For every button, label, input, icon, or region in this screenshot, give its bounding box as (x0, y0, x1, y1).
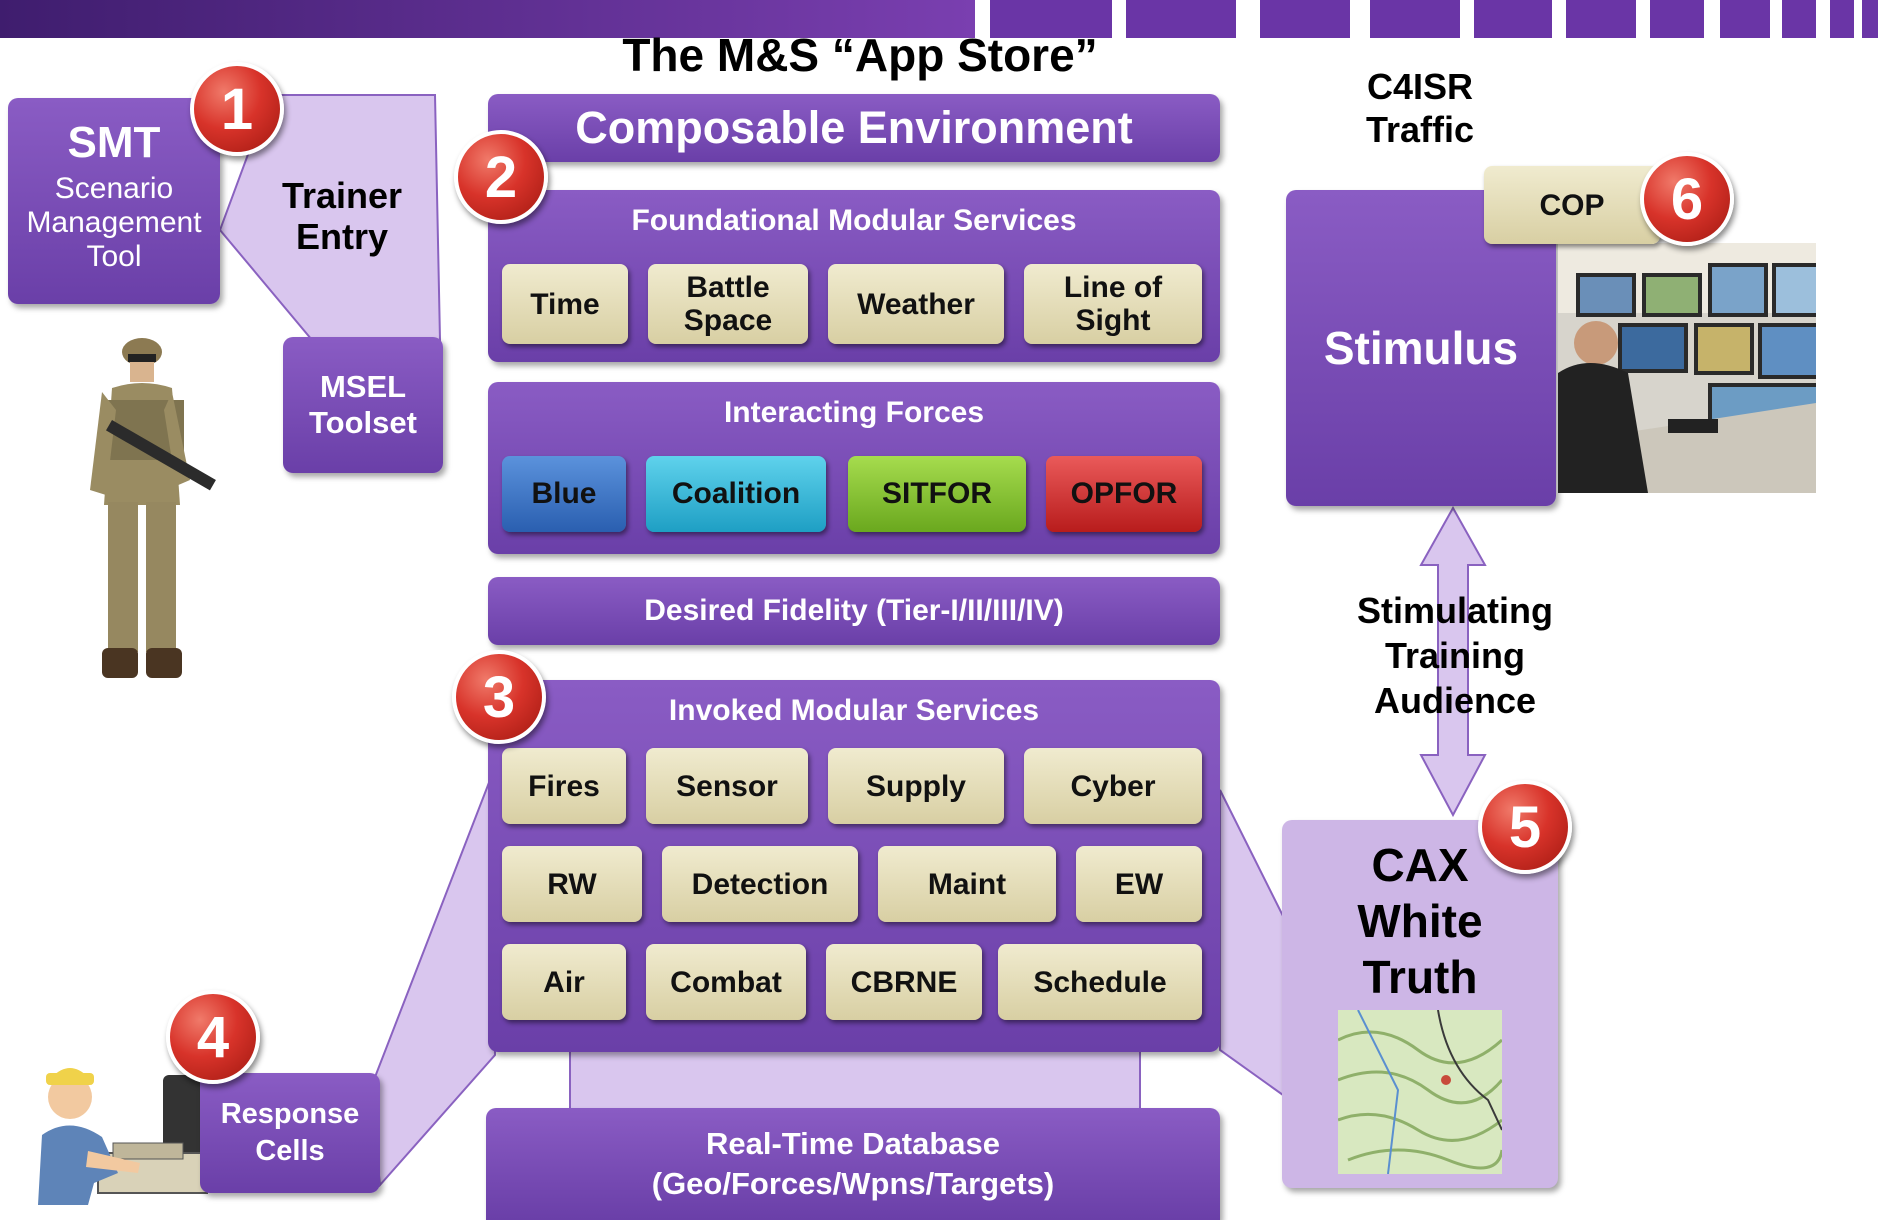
header-bar-segment (990, 0, 1112, 38)
desired-fidelity-label: Desired Fidelity (Tier-I/II/III/IV) (644, 594, 1064, 627)
operator-console-photo (1558, 243, 1816, 493)
cax-connector (1219, 789, 1291, 1102)
cax-line2: White (1357, 895, 1483, 947)
response-cells-box[interactable]: Response Cells (200, 1073, 380, 1193)
smt-box[interactable]: SMT Scenario Management Tool (8, 98, 220, 304)
service-ew[interactable]: EW (1076, 846, 1202, 922)
service-fires[interactable]: Fires (502, 748, 626, 824)
database-connector (569, 1049, 1141, 1111)
service-combat[interactable]: Combat (646, 944, 806, 1020)
service-detection[interactable]: Detection (662, 846, 858, 922)
header-bar-segment (1650, 0, 1704, 38)
smt-title: SMT (67, 118, 161, 167)
database-line2: (Geo/Forces/Wpns/Targets) (651, 1166, 1055, 1201)
badge-5: 5 (1478, 780, 1572, 874)
service-cyber[interactable]: Cyber (1024, 748, 1202, 824)
msel-line2: Toolset (309, 405, 417, 440)
stimulating-audience-label: Stimulating Training Audience (1357, 590, 1553, 721)
badge-3: 3 (452, 650, 546, 744)
force-blue[interactable]: Blue (502, 456, 626, 532)
stimulating-arrow (1419, 505, 1487, 818)
composable-environment-bar[interactable]: Composable Environment (488, 94, 1220, 162)
soldier-figure-icon (90, 338, 216, 678)
response-cells-line1: Response (220, 1098, 360, 1130)
c4isr-traffic-label: C4ISR Traffic (1365, 66, 1475, 151)
header-bar-segment (1260, 0, 1350, 38)
badge-6: 6 (1640, 152, 1734, 246)
header-bar (0, 0, 975, 38)
desired-fidelity-bar[interactable]: Desired Fidelity (Tier-I/II/III/IV) (488, 577, 1220, 645)
stimulus-label: Stimulus (1323, 322, 1519, 374)
service-air[interactable]: Air (502, 944, 626, 1020)
header-bar-segment (1126, 0, 1236, 38)
header-bar-segment (1830, 0, 1854, 38)
smt-line2: Management (26, 206, 202, 239)
header-bar-segment (1474, 0, 1552, 38)
service-sensor[interactable]: Sensor (646, 748, 808, 824)
service-supply[interactable]: Supply (828, 748, 1004, 824)
header-bar-segment (1862, 0, 1878, 38)
badge-2: 2 (454, 130, 548, 224)
smt-line3: Tool (86, 240, 142, 273)
cax-line3: Truth (1362, 951, 1478, 1003)
service-time[interactable]: Time (502, 264, 628, 344)
service-rw[interactable]: RW (502, 846, 642, 922)
service-line-of-sight[interactable]: Line of Sight (1024, 264, 1202, 344)
badge-4: 4 (166, 990, 260, 1084)
badge-1: 1 (190, 62, 284, 156)
operator-at-computer-icon (38, 1068, 208, 1205)
service-battle-space[interactable]: Battle Space (648, 264, 808, 344)
cax-line1: CAX (1371, 839, 1469, 891)
header-bar-segment (1566, 0, 1636, 38)
response-cells-line2: Cells (255, 1135, 325, 1167)
header-bar-segment (1720, 0, 1770, 38)
header-bar-segment (1782, 0, 1816, 38)
real-time-database-box[interactable]: Real-Time Database (Geo/Forces/Wpns/Targ… (486, 1108, 1220, 1220)
header-bar-segment (1370, 0, 1460, 38)
page-title: The M&S “App Store” (622, 29, 1098, 81)
service-maint[interactable]: Maint (878, 846, 1056, 922)
force-coalition[interactable]: Coalition (646, 456, 826, 532)
msel-line1: MSEL (319, 369, 407, 404)
service-weather[interactable]: Weather (828, 264, 1004, 344)
interacting-forces-header: Interacting Forces (723, 396, 985, 429)
force-sitfor[interactable]: SITFOR (848, 456, 1026, 532)
foundational-services-header: Foundational Modular Services (631, 204, 1077, 237)
composable-environment-title: Composable Environment (575, 102, 1133, 153)
service-schedule[interactable]: Schedule (998, 944, 1202, 1020)
database-line1: Real-Time Database (705, 1126, 1001, 1161)
service-cbrne[interactable]: CBRNE (826, 944, 982, 1020)
invoked-services-header: Invoked Modular Services (668, 694, 1040, 727)
cop-box[interactable]: COP (1484, 166, 1660, 244)
response-cells-connector (368, 779, 497, 1188)
smt-line1: Scenario (54, 172, 174, 205)
msel-toolset-box[interactable]: MSEL Toolset (283, 337, 443, 473)
force-opfor[interactable]: OPFOR (1046, 456, 1202, 532)
trainer-entry-label: Trainer Entry (281, 175, 403, 258)
topographic-map-image (1338, 1010, 1502, 1174)
